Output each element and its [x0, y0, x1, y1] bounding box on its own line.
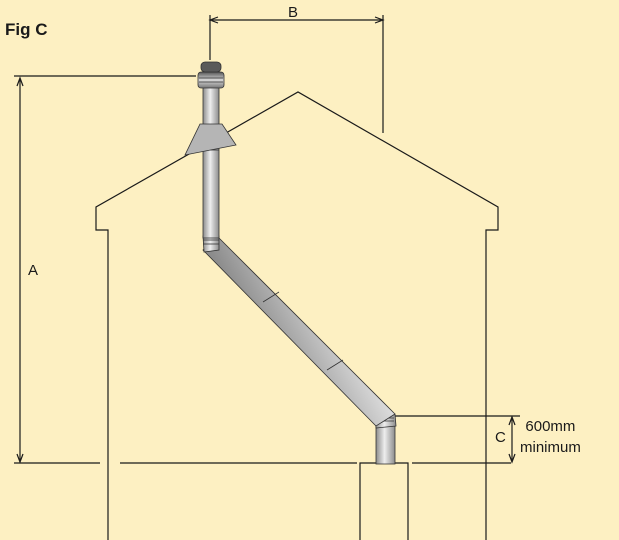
fireplace-breast — [359, 462, 409, 540]
dim-a-arrow-top — [16, 76, 24, 87]
dimension-c-value: 600mm — [525, 418, 576, 435]
dimension-c-note: minimum — [520, 439, 581, 456]
flue-pipe — [184, 61, 397, 465]
dim-c-arrow-bottom — [508, 453, 516, 464]
dimension-b-label: B — [288, 4, 299, 21]
house-outline-left — [95, 91, 499, 540]
dimension-a-label: A — [28, 262, 39, 279]
dim-b-arrow-left — [208, 16, 219, 24]
dimension-c-annotation: 600mm minimum — [520, 416, 581, 458]
dimension-c-label: C — [495, 429, 506, 446]
figure-title: Fig C — [5, 20, 48, 39]
dim-b-arrow-right — [374, 16, 385, 24]
dim-a-arrow-bottom — [16, 453, 24, 464]
dim-c-arrow-top — [508, 415, 516, 426]
